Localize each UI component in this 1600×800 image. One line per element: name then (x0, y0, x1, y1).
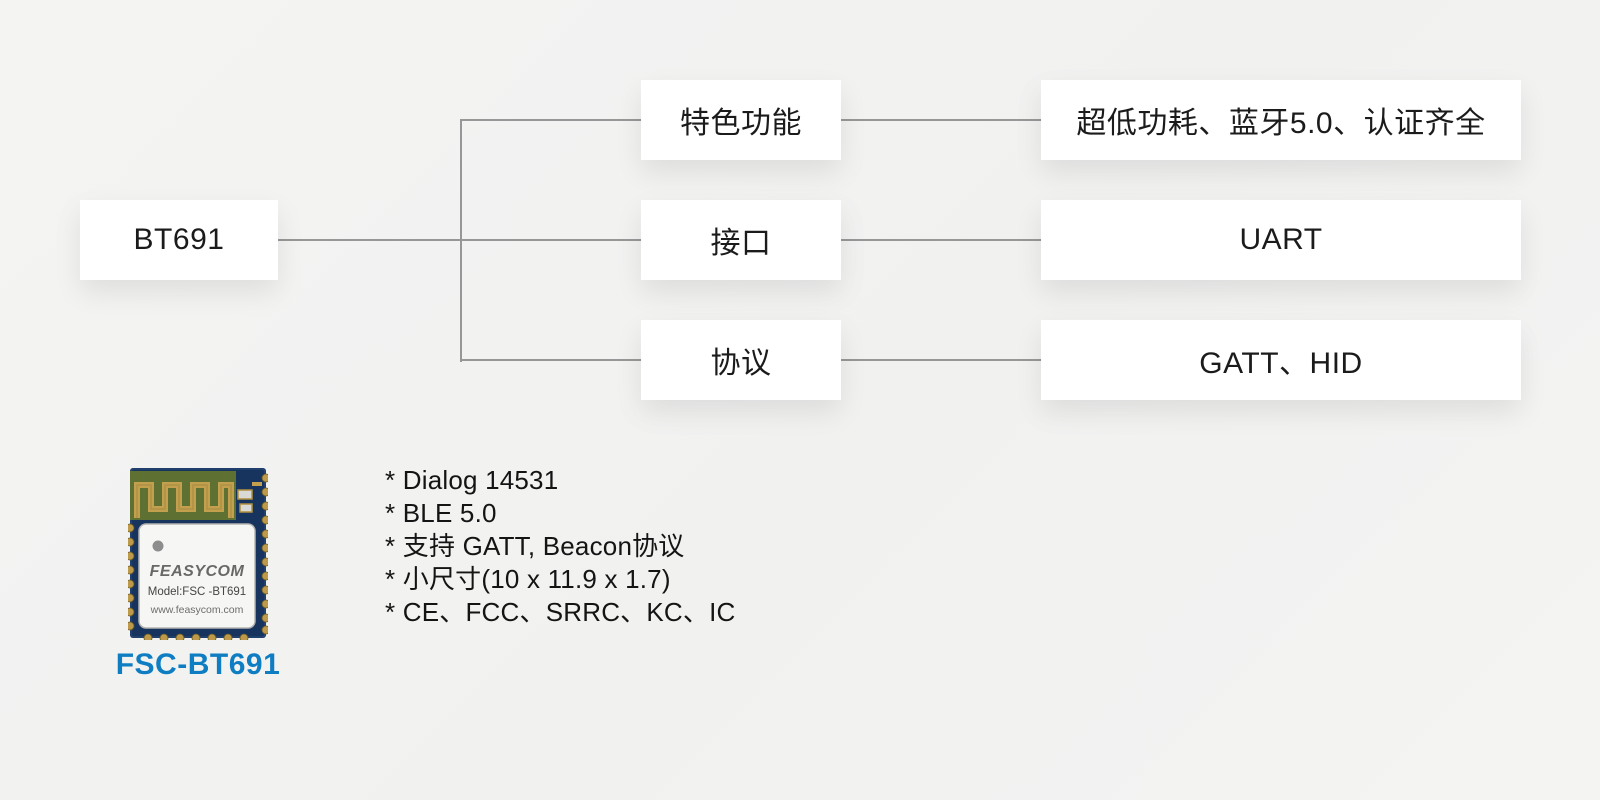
connector-interface-to-value (841, 239, 1041, 241)
module-brand-text: FEASYCOM (150, 563, 245, 580)
module-photo: FEASYCOM Model:FSC -BT691 www.feasycom.c… (128, 468, 268, 640)
feature-item: * BLE 5.0 (385, 498, 497, 528)
shield-can (138, 523, 256, 629)
castellation-pads (128, 473, 268, 640)
feature-item: * 支持 GATT, Beacon协议 (385, 531, 685, 561)
smd-component (237, 489, 253, 500)
diagram-value-box-features: 超低功耗、蓝牙5.0、认证齐全 (1041, 80, 1521, 160)
diagram-category-box-interface: 接口 (641, 200, 841, 280)
module-model-text: Model:FSC -BT691 (148, 586, 246, 598)
smd-component (239, 503, 253, 513)
product-name: FSC-BT691 (115, 648, 281, 681)
connector-features-to-value (841, 119, 1041, 121)
feature-item: * Dialog 14531 (385, 465, 559, 495)
pin1-dot (152, 540, 164, 552)
diagram-value-box-protocol: GATT、HID (1041, 320, 1521, 400)
feature-item: * CE、FCC、SRRC、KC、IC (385, 597, 736, 627)
feature-item: * 小尺寸(10 x 11.9 x 1.7) (385, 564, 671, 594)
diagram-root-box: BT691 (80, 200, 278, 280)
connector-trunk-to-protocol (461, 359, 641, 361)
module-website-text: www.feasycom.com (150, 604, 244, 616)
feature-list: * Dialog 14531 * BLE 5.0 * 支持 GATT, Beac… (385, 464, 735, 629)
connector-protocol-to-value (841, 359, 1041, 361)
connector-trunk-to-features (461, 119, 641, 121)
diagram-category-box-protocol: 协议 (641, 320, 841, 400)
diagram-value-box-interface: UART (1041, 200, 1521, 280)
connector-trunk-vertical (460, 119, 462, 362)
diagram-category-box-features: 特色功能 (641, 80, 841, 160)
